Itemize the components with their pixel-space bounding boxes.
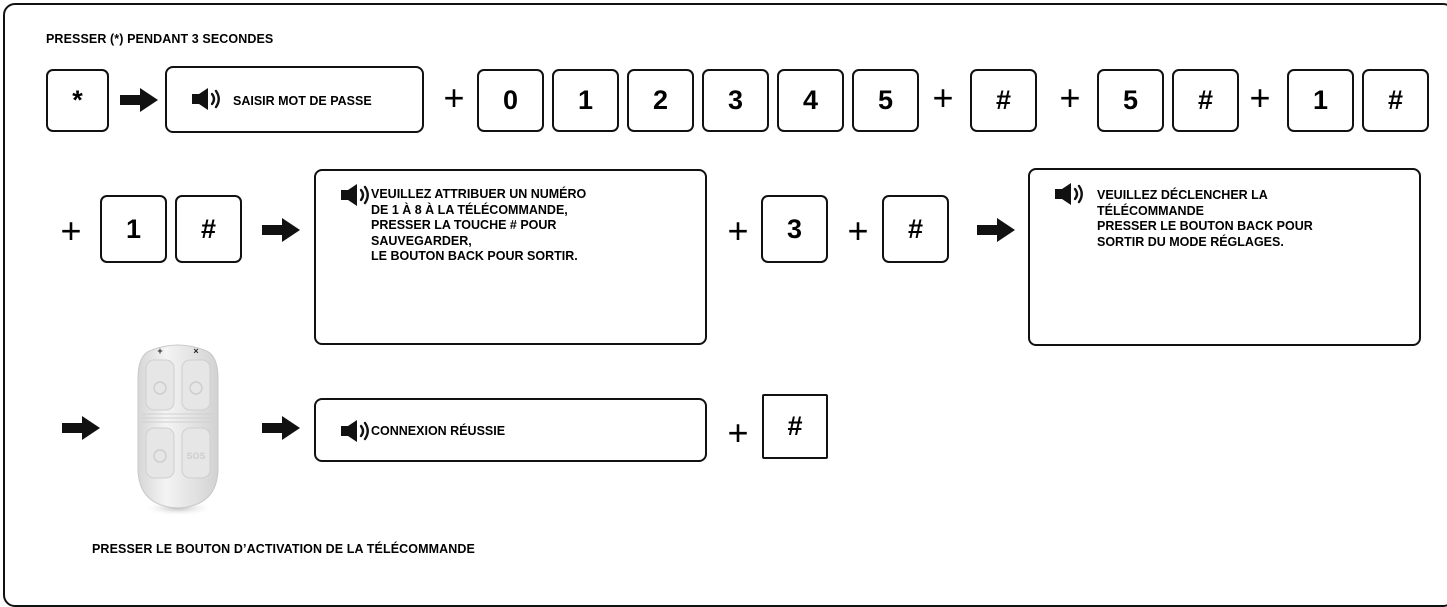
right-arrow-icon (977, 218, 1015, 242)
key-1: 1 (552, 69, 619, 132)
prompt-line: LE BOUTON BACK POUR SORTIR. (371, 249, 578, 263)
key-4: 4 (777, 69, 844, 132)
prompt-password-text: SAISIR MOT DE PASSE (233, 94, 372, 108)
remote-cross-symbol: × (193, 346, 198, 356)
prompt-line: SAUVEGARDER, (371, 233, 472, 248)
right-arrow-icon (262, 416, 300, 440)
plus-sign: + (1059, 77, 1081, 118)
key-5: 5 (852, 69, 919, 132)
plus-sign: + (443, 77, 465, 118)
prompt-line: VEUILLEZ DÉCLENCHER LA (1097, 188, 1268, 202)
prompt-box-trigger-remote: VEUILLEZ DÉCLENCHER LA TÉLÉCOMMANDE PRES… (1028, 168, 1421, 346)
remote-sos-label: SOS (186, 451, 205, 461)
key-3: 3 (761, 195, 828, 263)
speaker-icon (340, 184, 370, 206)
prompt-line: DE 1 À 8 À LA TÉLÉCOMMANDE, (371, 202, 568, 217)
prompt-line: TÉLÉCOMMANDE (1097, 203, 1204, 218)
prompt-line: PRESSER LA TOUCHE # POUR (371, 218, 557, 232)
right-arrow-icon (120, 88, 158, 112)
key-hash: # (1362, 69, 1429, 132)
plus-sign: + (847, 210, 869, 251)
prompt-connection-text: CONNEXION RÉUSSIE (371, 424, 506, 438)
speaker-icon (191, 88, 221, 110)
plus-sign: + (727, 412, 749, 453)
remote-control-icon: SOS + × (137, 344, 219, 516)
prompt-line: SORTIR DU MODE RÉGLAGES. (1097, 234, 1284, 249)
key-hash: # (970, 69, 1037, 132)
key-hash: # (175, 195, 242, 263)
prompt-box-assign-number: VEUILLEZ ATTRIBUER UN NUMÉRO DE 1 À 8 À … (314, 169, 707, 345)
right-arrow-icon (262, 218, 300, 242)
plus-sign: + (60, 210, 82, 251)
plus-sign: + (727, 210, 749, 251)
header-caption: PRESSER (*) PENDANT 3 SECONDES (46, 32, 274, 46)
key-hash: # (762, 394, 828, 459)
speaker-icon (1054, 183, 1084, 205)
key-2: 2 (627, 69, 694, 132)
key-1: 1 (1287, 69, 1354, 132)
remote-plus-symbol: + (157, 346, 162, 356)
plus-sign: + (932, 77, 954, 118)
speaker-icon (340, 420, 370, 442)
key-0: 0 (477, 69, 544, 132)
prompt-box-password: SAISIR MOT DE PASSE (165, 66, 424, 133)
key-3: 3 (702, 69, 769, 132)
prompt-line: PRESSER LE BOUTON BACK POUR (1097, 219, 1313, 233)
key-5: 5 (1097, 69, 1164, 132)
plus-sign: + (1249, 77, 1271, 118)
key-hash: # (882, 195, 949, 263)
prompt-box-connection: CONNEXION RÉUSSIE (314, 398, 707, 462)
key-hash: # (1172, 69, 1239, 132)
star-key: * (46, 69, 109, 132)
key-1: 1 (100, 195, 167, 263)
footer-caption: PRESSER LE BOUTON D’ACTIVATION DE LA TÉL… (92, 542, 475, 556)
prompt-line: VEUILLEZ ATTRIBUER UN NUMÉRO (371, 187, 587, 201)
right-arrow-icon (62, 416, 100, 440)
